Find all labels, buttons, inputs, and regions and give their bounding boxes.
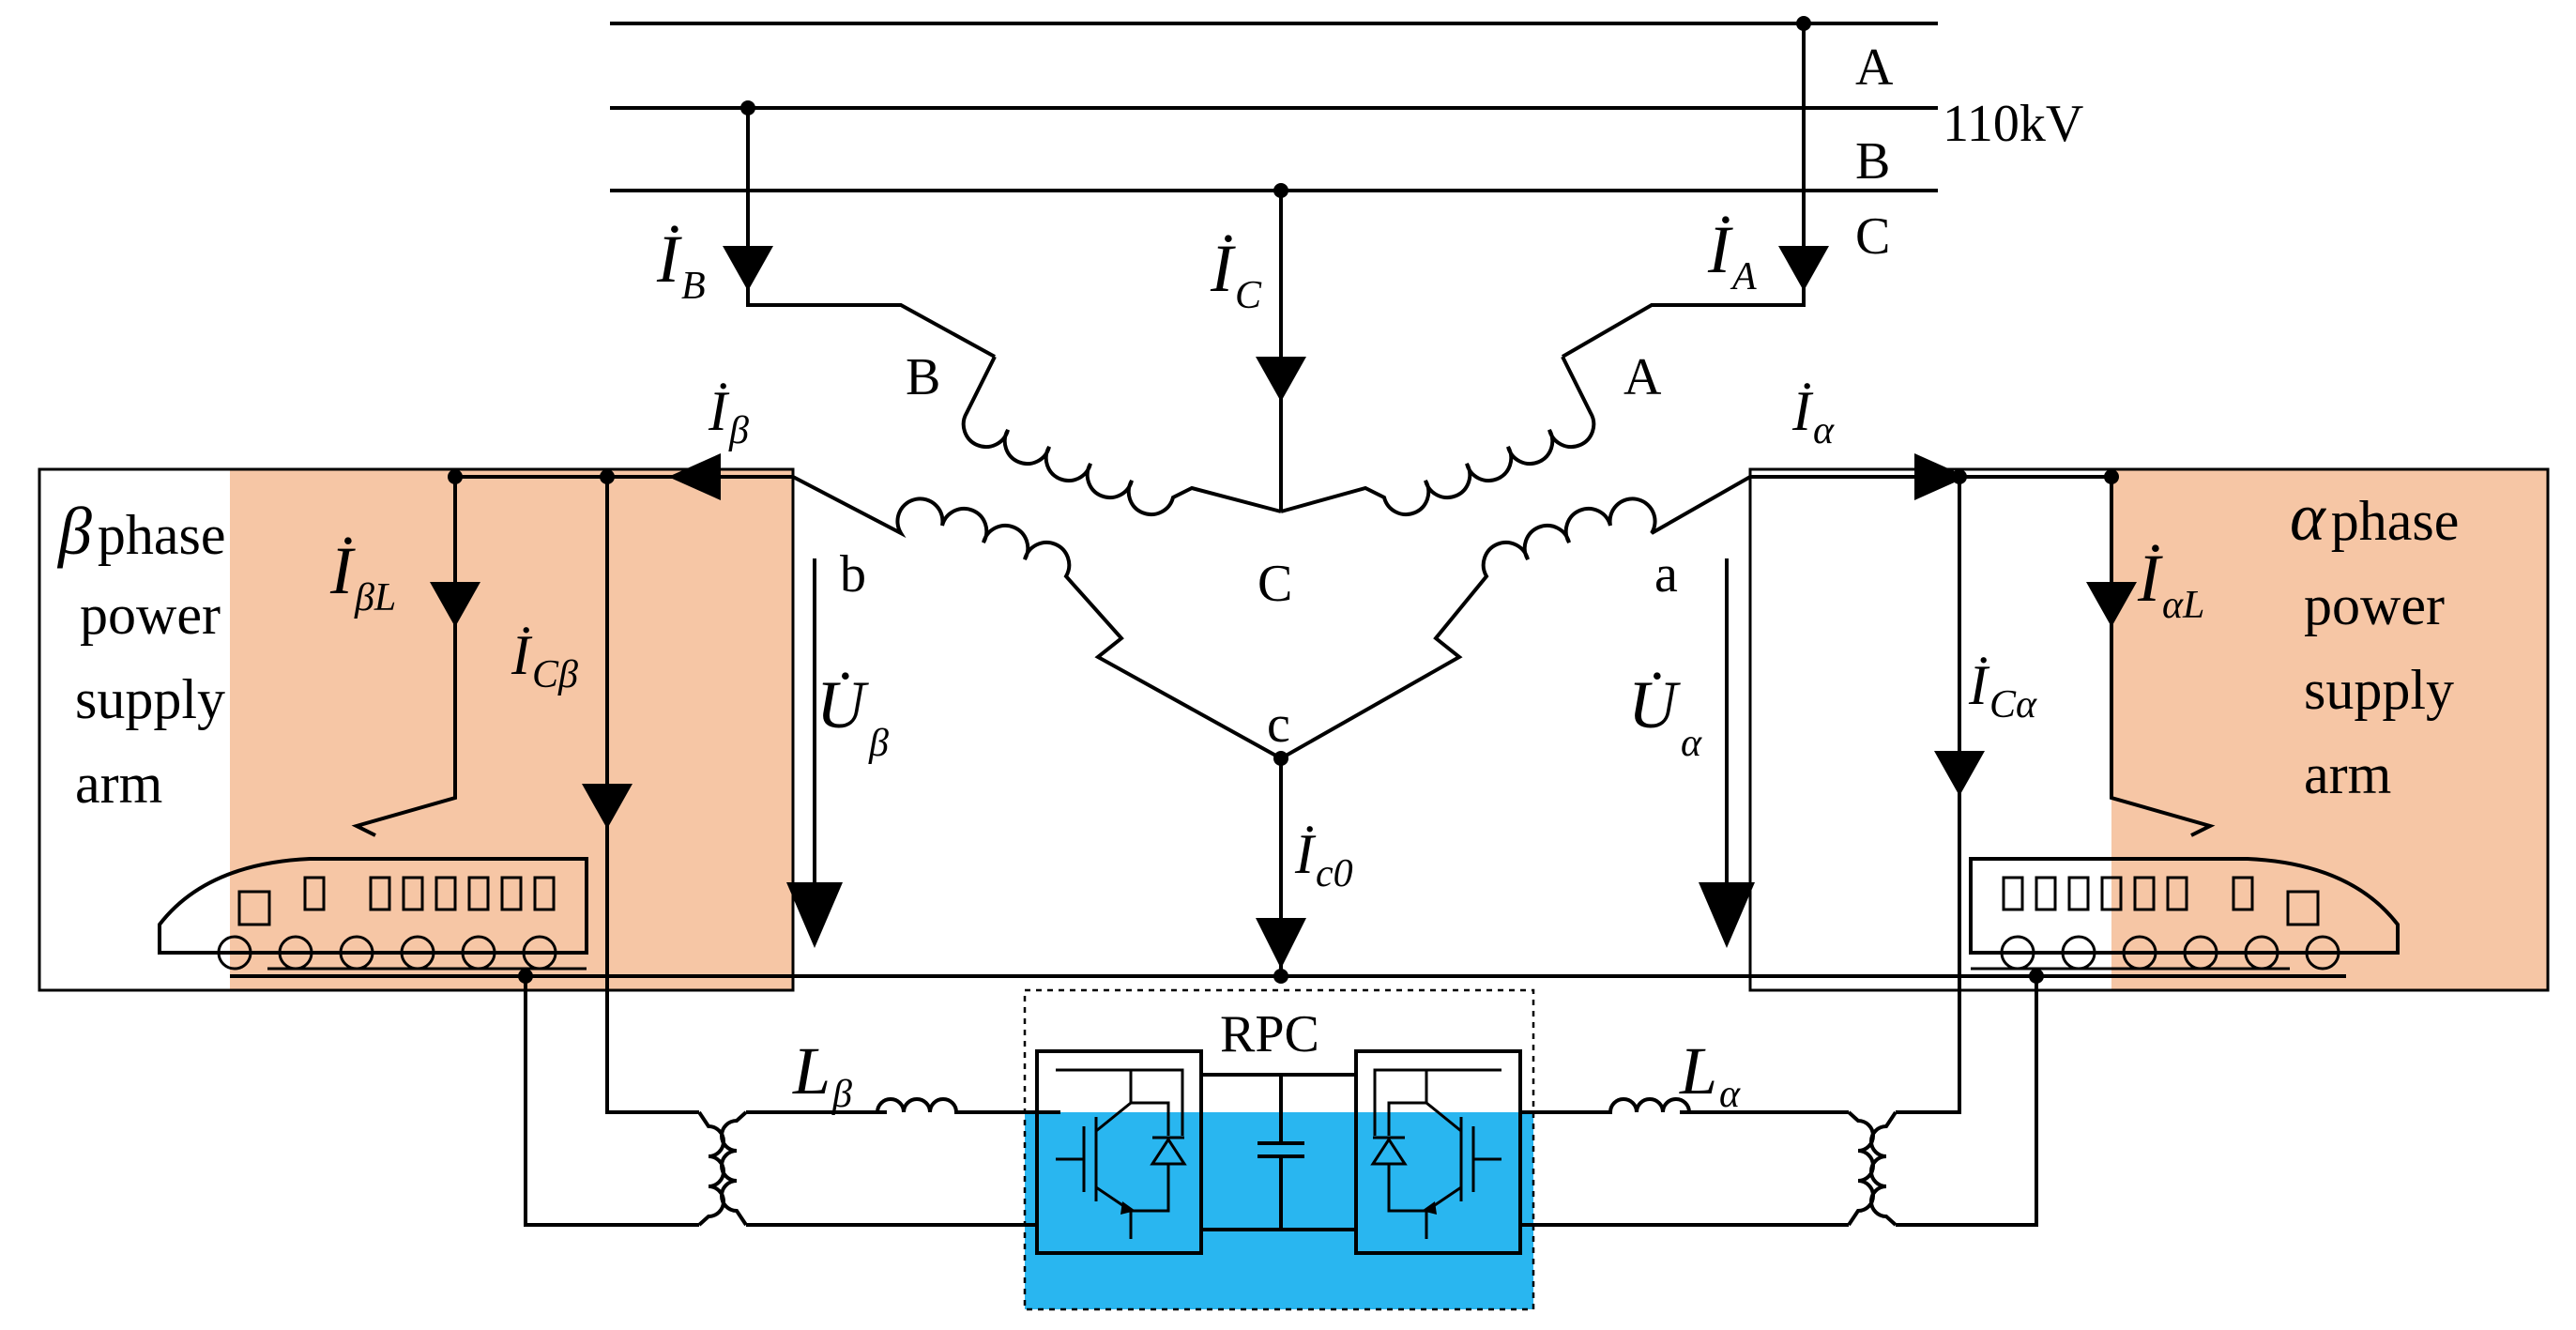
alpha-zone-shade xyxy=(2111,469,2548,990)
primary-winding-b xyxy=(961,356,1282,517)
arrow-ialphaL xyxy=(2086,582,2137,627)
primary-label-b: B xyxy=(906,348,940,406)
arrow-ibeta xyxy=(668,453,721,500)
beta-comp-lead xyxy=(605,477,699,1114)
l-alpha-inductor xyxy=(1520,1097,1691,1114)
beta-transformer-primary xyxy=(697,1110,725,1227)
label-ualpha: U̇α xyxy=(1628,667,1702,765)
alpha-load-lead xyxy=(2110,477,2216,837)
dc-capacitor xyxy=(1258,1075,1304,1230)
bus-label-c: C xyxy=(1855,207,1890,266)
arrow-icalpha xyxy=(1934,751,1985,796)
l-beta-label: Lβ xyxy=(792,1033,852,1116)
arrow-ibetaL xyxy=(430,582,480,627)
rpc-label: RPC xyxy=(1220,1005,1319,1063)
beta-arm-line2: power xyxy=(80,584,221,646)
beta-train xyxy=(158,857,588,971)
label-ic0: İc0 xyxy=(1294,823,1353,895)
arrow-icbeta xyxy=(582,784,633,829)
bus-label-b: B xyxy=(1855,132,1890,191)
beta-arm-line4: arm xyxy=(75,753,162,815)
alpha-arm-symbol: α xyxy=(2290,480,2326,555)
arrow-ic0 xyxy=(1256,918,1306,969)
alpha-transformer-secondary xyxy=(1847,1110,1875,1227)
beta-transformer-secondary xyxy=(720,1110,748,1227)
secondary-winding-b xyxy=(792,475,1282,760)
label-ibeta: İβ xyxy=(708,380,749,452)
arrow-ib xyxy=(723,246,773,291)
label-ialpha: İα xyxy=(1791,380,1835,452)
beta-rail-return xyxy=(524,976,699,1227)
alpha-transformer-primary xyxy=(1869,1110,1898,1227)
u-alpha-arrowhead xyxy=(1699,882,1755,948)
igbt-alpha xyxy=(1370,1068,1501,1239)
primary-winding-a xyxy=(1280,356,1596,517)
label-ic: İC xyxy=(1210,231,1262,317)
beta-zone-shade xyxy=(230,469,793,990)
converter-alpha xyxy=(1354,1049,1522,1255)
alpha-comp-lead xyxy=(1896,477,1961,1114)
beta-arm-line1: phase xyxy=(98,504,226,566)
feeder-a xyxy=(1561,23,1806,359)
beta-arm-frame xyxy=(38,467,795,992)
secondary-label-b: b xyxy=(840,545,866,604)
beta-arm-line3: supply xyxy=(75,668,225,730)
rpc-enclosure xyxy=(1023,988,1535,1311)
beta-load-lead xyxy=(351,477,457,837)
alpha-arm-line3: supply xyxy=(2304,659,2454,721)
bus-label-a: A xyxy=(1855,38,1894,97)
primary-label-c: C xyxy=(1258,555,1292,613)
arrow-ia xyxy=(1778,246,1829,291)
label-ia: İA xyxy=(1707,212,1757,298)
alpha-arm-line2: power xyxy=(2304,574,2445,636)
label-ibetaL: İβL xyxy=(329,533,396,619)
secondary-label-a: a xyxy=(1654,545,1678,604)
alpha-rail-return xyxy=(1896,976,2038,1227)
alpha-rail-node xyxy=(2029,969,2044,984)
l-alpha-label: Lα xyxy=(1679,1033,1741,1116)
label-ubeta: U̇β xyxy=(816,667,889,765)
igbt-beta xyxy=(1056,1068,1187,1239)
arrow-ic xyxy=(1256,357,1306,402)
secondary-label-c: c xyxy=(1267,696,1290,754)
label-ib: İB xyxy=(656,222,706,308)
converter-beta xyxy=(1035,1049,1203,1255)
alpha-arm-frame xyxy=(1748,467,2550,992)
u-beta-arrowhead xyxy=(786,882,843,948)
label-ialphaL: İαL xyxy=(2137,541,2204,627)
arrow-ialpha xyxy=(1914,453,1967,500)
beta-arm-symbol: β xyxy=(56,494,92,569)
alpha-arm-line1: phase xyxy=(2331,490,2460,552)
beta-rail-node xyxy=(518,969,533,984)
secondary-winding-a xyxy=(1280,475,1751,760)
alpha-arm-line4: arm xyxy=(2304,743,2391,805)
feeder-b xyxy=(746,108,996,359)
label-icbeta: İCβ xyxy=(511,624,578,696)
label-icalpha: İCα xyxy=(1968,654,2037,726)
primary-label-a: A xyxy=(1623,348,1662,406)
bus-voltage-label: 110kV xyxy=(1943,95,2083,153)
alpha-train xyxy=(1969,857,2400,971)
l-beta-inductor xyxy=(876,1097,1060,1114)
